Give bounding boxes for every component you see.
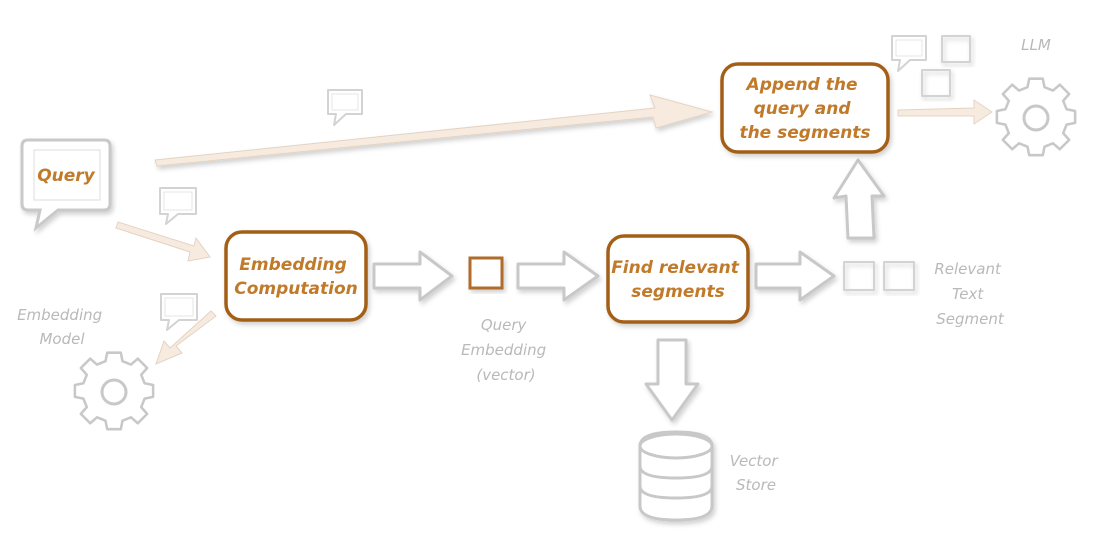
- append-to-llm-arrow: [897, 99, 993, 125]
- append-box: [720, 62, 890, 154]
- chat-icon: [160, 293, 198, 331]
- segments-to-append-arrow: [832, 158, 886, 240]
- segment-square-icon: [883, 261, 915, 291]
- query-embedding-square-icon: [468, 256, 504, 290]
- query-label: Query: [37, 166, 95, 186]
- llm-gear-icon: [995, 77, 1077, 157]
- chat-icon: [891, 35, 927, 72]
- embedding-computation-box: [224, 230, 368, 322]
- find-segments-box: [606, 234, 750, 324]
- find-to-segments-arrow: [754, 250, 836, 302]
- chat-icon: [327, 89, 363, 126]
- embedding-computation-label: Embedding Computation: [234, 255, 357, 299]
- embedding-model-label: Embedding Model: [17, 306, 107, 348]
- context-square-icon: [941, 35, 971, 63]
- relevant-text-segment-label: Relevant Text Segment: [934, 260, 1005, 328]
- context-square-icon: [921, 69, 951, 97]
- append-label: Append the query and the segments: [739, 75, 870, 143]
- llm-label: LLM: [1021, 36, 1051, 54]
- chat-icon: [159, 187, 197, 225]
- vector-to-find-arrow: [516, 250, 600, 302]
- vector-store-label: Vector Store: [730, 452, 783, 494]
- find-to-store-arrow: [644, 338, 700, 422]
- embedding-to-vector-arrow: [372, 250, 454, 302]
- find-segments-label: Find relevant segments: [611, 258, 745, 302]
- vector-store-database-icon: [638, 430, 714, 522]
- segment-square-icon: [843, 261, 875, 291]
- embedding-model-gear-icon: [73, 351, 155, 431]
- query-embedding-label: Query Embedding (vector): [461, 316, 551, 384]
- query-to-embedding-arrow: [115, 221, 211, 262]
- query-to-append-arrow: [154, 94, 714, 167]
- embedding-to-model-arrow: [155, 310, 217, 365]
- query-bubble-icon: [20, 138, 112, 232]
